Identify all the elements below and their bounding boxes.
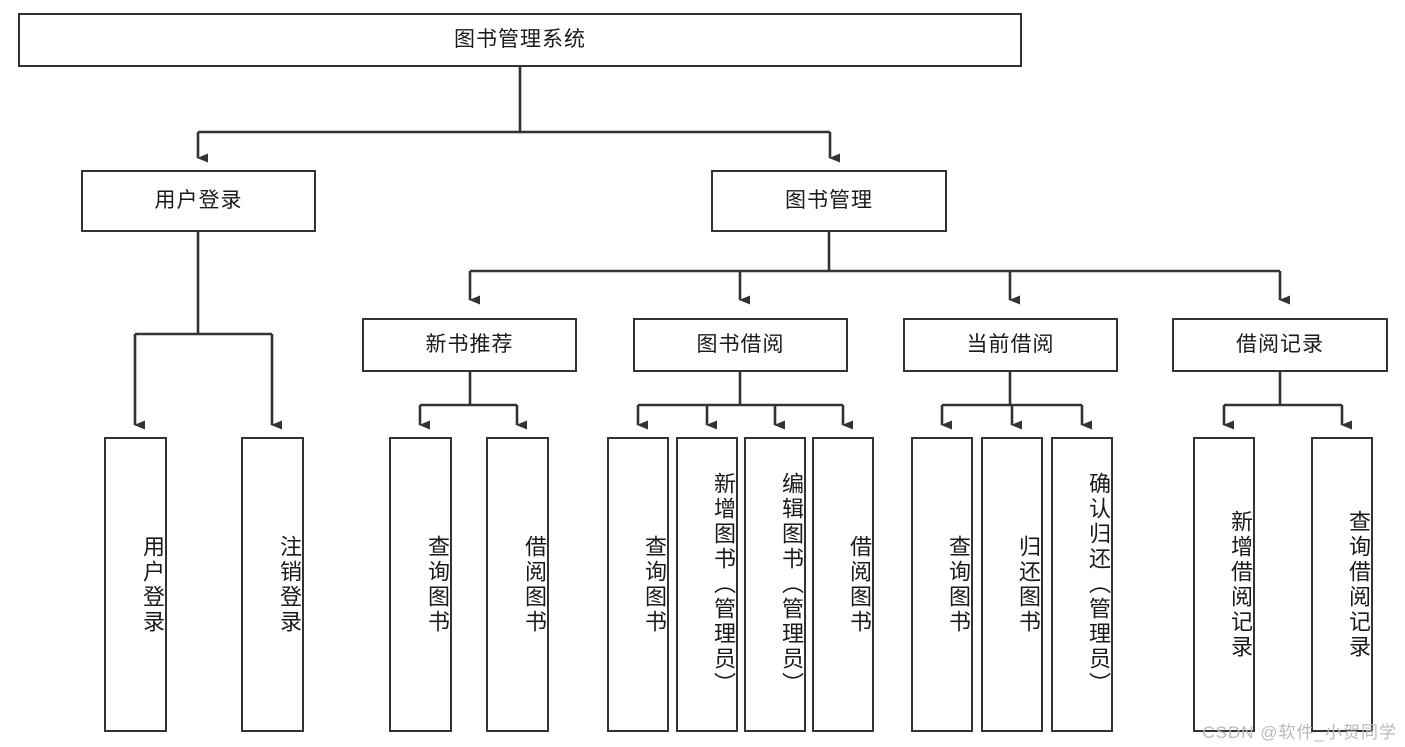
node-label: 注销登录 <box>277 534 302 635</box>
node-label: 确认归还（管理员） <box>1086 472 1111 697</box>
leaf-current-return-book[interactable]: 归还图书 <box>981 437 1043 732</box>
leaf-borrow-query-book[interactable]: 查询图书 <box>607 437 669 732</box>
node-label: 查询借阅记录 <box>1346 509 1371 660</box>
node-current-borrow[interactable]: 当前借阅 <box>903 318 1118 372</box>
node-label: 图书管理 <box>785 188 873 212</box>
node-root-system[interactable]: 图书管理系统 <box>18 13 1022 67</box>
node-book-management[interactable]: 图书管理 <box>711 170 947 232</box>
node-book-borrow[interactable]: 图书借阅 <box>633 318 848 372</box>
leaf-record-add[interactable]: 新增借阅记录 <box>1193 437 1255 732</box>
node-label: 新书推荐 <box>425 332 514 356</box>
node-label: 用户登录 <box>154 188 243 212</box>
node-label: 新增借阅记录 <box>1228 509 1253 660</box>
leaf-borrow-borrow-book[interactable]: 借阅图书 <box>812 437 874 732</box>
node-label: 借阅图书 <box>847 534 872 635</box>
watermark-text: CSDN @软件_小贺同学 <box>1202 723 1397 742</box>
node-label: 图书借阅 <box>696 332 785 356</box>
leaf-current-confirm-return[interactable]: 确认归还（管理员） <box>1051 437 1113 732</box>
node-label: 查询图书 <box>946 534 971 635</box>
node-label: 编辑图书（管理员） <box>779 472 804 697</box>
node-user-login[interactable]: 用户登录 <box>81 170 316 232</box>
node-label: 新增图书（管理员） <box>711 472 736 697</box>
leaf-user-login-logout[interactable]: 注销登录 <box>241 437 304 732</box>
node-label: 归还图书 <box>1016 534 1041 635</box>
node-label: 查询图书 <box>642 534 667 635</box>
leaf-borrow-edit-book[interactable]: 编辑图书（管理员） <box>744 437 806 732</box>
leaf-user-login-login[interactable]: 用户登录 <box>104 437 167 732</box>
leaf-current-query-book[interactable]: 查询图书 <box>911 437 973 732</box>
node-borrow-record[interactable]: 借阅记录 <box>1172 318 1388 372</box>
node-label: 图书管理系统 <box>454 27 586 51</box>
node-label: 当前借阅 <box>966 332 1055 356</box>
leaf-borrow-add-book[interactable]: 新增图书（管理员） <box>676 437 738 732</box>
leaf-new-book-borrow[interactable]: 借阅图书 <box>486 437 549 732</box>
node-label: 借阅图书 <box>522 534 547 635</box>
leaf-record-query[interactable]: 查询借阅记录 <box>1311 437 1373 732</box>
leaf-new-book-query[interactable]: 查询图书 <box>389 437 452 732</box>
node-label: 查询图书 <box>425 534 450 635</box>
node-new-book-recommend[interactable]: 新书推荐 <box>362 318 577 372</box>
node-label: 借阅记录 <box>1236 332 1324 356</box>
node-label: 用户登录 <box>140 534 165 635</box>
